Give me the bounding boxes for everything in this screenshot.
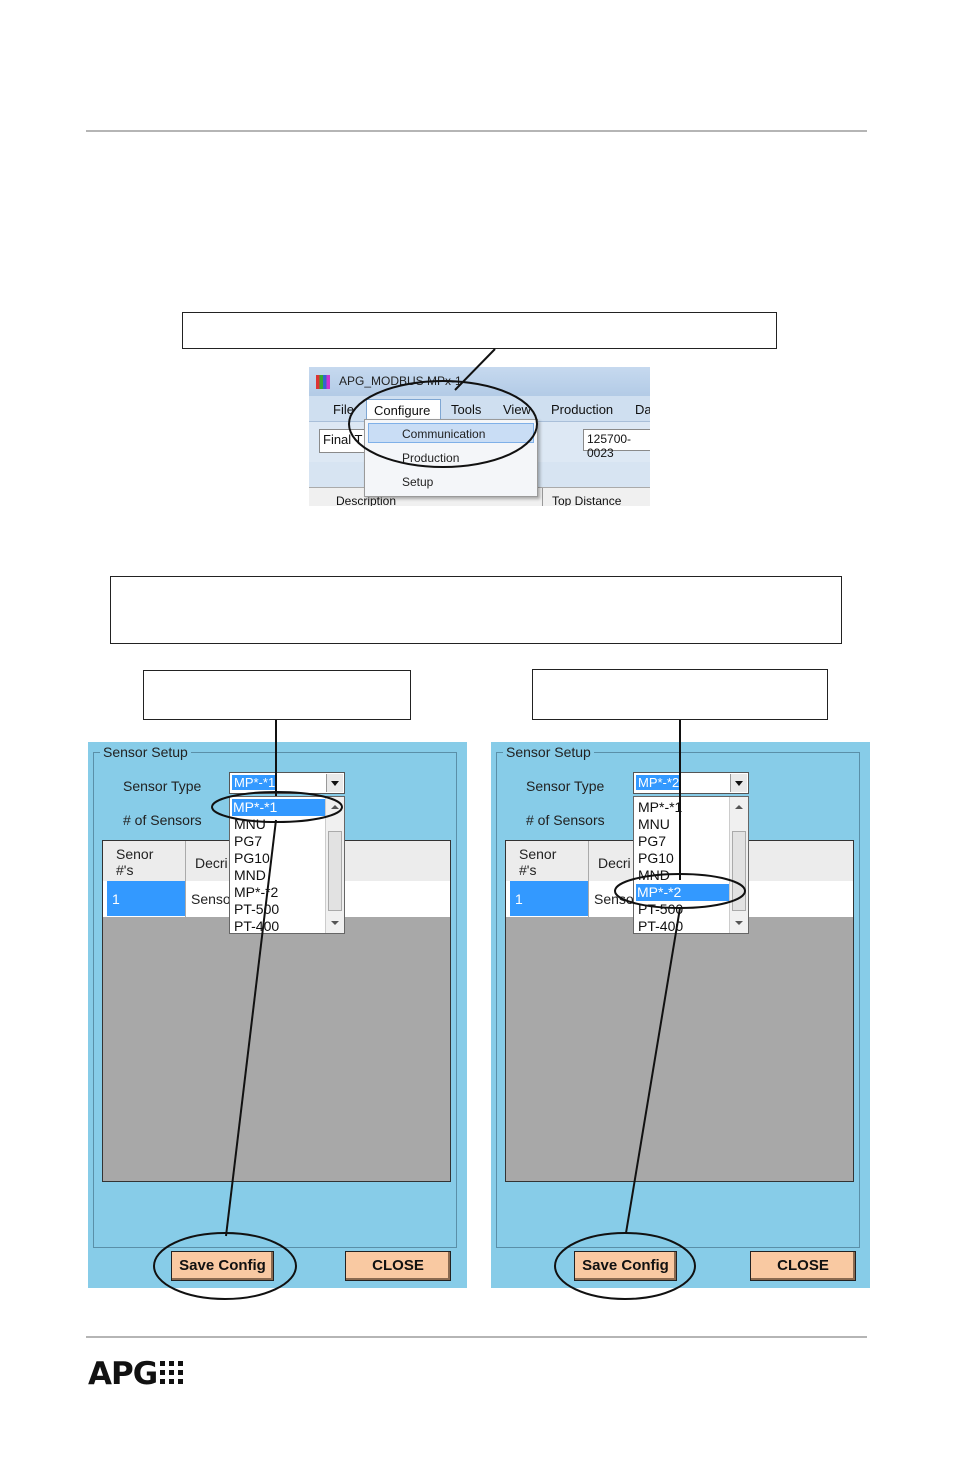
- column-divider: [542, 488, 543, 506]
- scroll-thumb[interactable]: [732, 831, 746, 911]
- toolbar-field-right[interactable]: 125700-0023: [583, 429, 650, 460]
- apg-logo: APG: [88, 1356, 186, 1392]
- sensor-setup-groupbox: [496, 752, 860, 1248]
- sensor-setup-panel-left: Sensor Setup Sensor Type # of Sensors MP…: [88, 742, 467, 1288]
- app-icon: [316, 375, 330, 389]
- menu-item-production[interactable]: Production: [402, 451, 460, 465]
- list-item[interactable]: PT-400: [234, 918, 280, 934]
- sensor-type-label: Sensor Type: [526, 778, 605, 794]
- sensor-type-listbox[interactable]: MP*-*1 MNU PG7 PG10 MND MP*-*2 PT-500 PT…: [633, 796, 749, 934]
- scroll-thumb[interactable]: [328, 831, 342, 911]
- group-title: Sensor Setup: [100, 744, 191, 760]
- group-title: Sensor Setup: [503, 744, 594, 760]
- row-sensor-num[interactable]: 1: [510, 881, 588, 916]
- highlight-ellipse-right-save: [554, 1232, 696, 1300]
- toolbar-field-left[interactable]: Final T: [319, 429, 367, 453]
- list-item[interactable]: PT-400: [638, 918, 684, 934]
- scroll-down-icon[interactable]: [331, 921, 339, 925]
- list-item[interactable]: MP*-*2: [636, 884, 730, 901]
- window-titlebar: APG_MODBUS MPx-1: [309, 367, 650, 396]
- callout-box-menu: [182, 312, 777, 349]
- callout-box-left: [143, 670, 411, 720]
- row-description[interactable]: Senso: [191, 891, 231, 907]
- list-item[interactable]: PG10: [234, 850, 270, 866]
- list-item[interactable]: MP*-*1: [638, 799, 683, 815]
- listbox-scrollbar[interactable]: [729, 797, 748, 933]
- scroll-up-icon[interactable]: [735, 805, 743, 809]
- list-item[interactable]: PT-500: [234, 901, 280, 917]
- menu-file[interactable]: File: [333, 402, 354, 417]
- menu-tools[interactable]: Tools: [451, 402, 482, 417]
- menu-screenshot: APG_MODBUS MPx-1 File Tools View Product…: [309, 367, 650, 506]
- column-top-distance: Top Distance (mm): [552, 494, 622, 506]
- column-description: Description: [336, 494, 397, 506]
- row-description[interactable]: Senso: [594, 891, 634, 907]
- leader-line-menu: [454, 348, 496, 391]
- grid-col-description: Decri: [195, 855, 228, 871]
- callout-box-instructions: [110, 576, 842, 644]
- logo-text: APG: [88, 1356, 158, 1392]
- row-sensor-num[interactable]: 1: [107, 881, 185, 916]
- combo-selected-value: MP*-*2: [636, 775, 682, 790]
- chevron-down-icon[interactable]: [326, 774, 343, 792]
- sensor-type-combo[interactable]: MP*-*1: [229, 772, 345, 794]
- save-config-button[interactable]: Save Config: [574, 1251, 677, 1281]
- menu-production[interactable]: Production: [551, 402, 614, 417]
- close-button[interactable]: CLOSE: [345, 1251, 451, 1281]
- list-item[interactable]: PG10: [638, 850, 674, 866]
- sensor-type-label: Sensor Type: [123, 778, 202, 794]
- grid-col-divider: [185, 841, 186, 917]
- scroll-up-icon[interactable]: [331, 805, 339, 809]
- menu-configure-label: Configure: [374, 403, 431, 418]
- leader-line-left-save: [225, 819, 277, 1237]
- menu-view[interactable]: View: [503, 402, 531, 417]
- save-config-button[interactable]: Save Config: [171, 1251, 274, 1281]
- list-item[interactable]: PT-500: [638, 901, 684, 917]
- scroll-down-icon[interactable]: [735, 921, 743, 925]
- menu-item-communication[interactable]: Communication: [402, 427, 486, 441]
- grid-col-description: Decri: [598, 855, 631, 871]
- window-title: APG_MODBUS MPx-1: [339, 374, 462, 388]
- num-sensors-label: # of Sensors: [526, 812, 605, 828]
- callout-box-right: [532, 669, 828, 720]
- list-item[interactable]: MND: [234, 867, 266, 883]
- row-sensor-num-text: 1: [112, 891, 120, 907]
- list-item[interactable]: MP*-*1: [232, 799, 326, 816]
- list-item[interactable]: MNU: [638, 816, 670, 832]
- menu-item-setup[interactable]: Setup: [402, 475, 434, 489]
- leader-line-right-save: [625, 907, 681, 1234]
- menu-data[interactable]: Da: [635, 402, 650, 417]
- highlight-ellipse-configure: [348, 380, 538, 468]
- footer-rule: [86, 1336, 867, 1338]
- sensor-type-listbox[interactable]: MP*-*1 MNU PG7 PG10 MND MP*-*2 PT-500 PT…: [229, 796, 345, 934]
- highlight-ellipse-left-item: [211, 791, 343, 823]
- num-sensors-label: # of Sensors: [123, 812, 202, 828]
- menu-configure[interactable]: Configure: [366, 399, 441, 422]
- grid-col-divider: [588, 841, 589, 917]
- combo-selected-value: MP*-*1: [232, 775, 278, 790]
- list-item[interactable]: PG7: [234, 833, 263, 849]
- listbox-scrollbar[interactable]: [325, 797, 344, 933]
- configure-dropdown: Communication Production Setup: [364, 419, 538, 497]
- list-item[interactable]: PG7: [638, 833, 667, 849]
- chevron-down-icon[interactable]: [730, 774, 747, 792]
- header-rule: [86, 130, 867, 132]
- row-sensor-num-text: 1: [515, 891, 523, 907]
- sensor-setup-panel-right: Sensor Setup Sensor Type # of Sensors MP…: [491, 742, 870, 1288]
- close-button[interactable]: CLOSE: [750, 1251, 856, 1281]
- grid-col-sensor-num: Senor #'s: [116, 846, 154, 878]
- dropdown-highlight: [368, 423, 534, 443]
- highlight-ellipse-left-save: [153, 1232, 297, 1300]
- grid-col-sensor-num: Senor #'s: [519, 846, 557, 878]
- sensor-type-combo[interactable]: MP*-*2: [633, 772, 749, 794]
- sensor-grid: Senor #'s Decri 1 Senso: [102, 840, 451, 1182]
- logo-dots-icon: [160, 1361, 184, 1384]
